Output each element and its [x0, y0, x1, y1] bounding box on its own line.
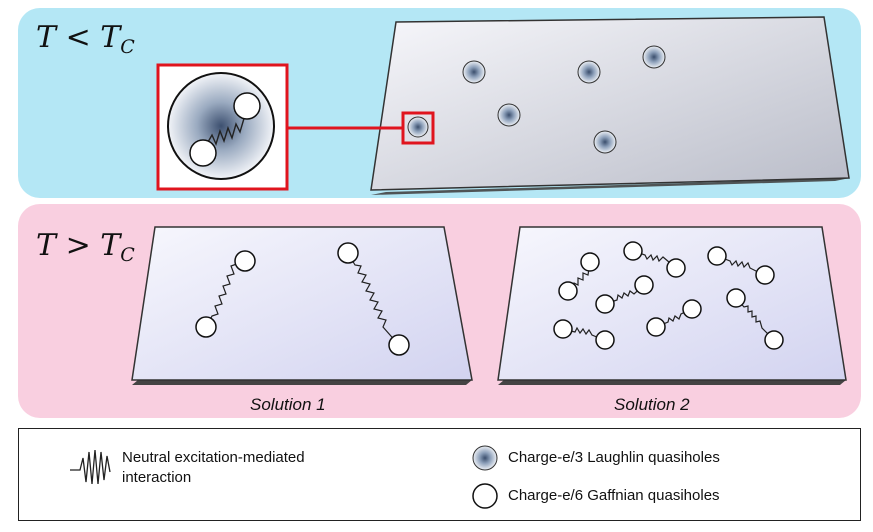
- gaffnian-quasihole: [337, 242, 359, 264]
- gaffnian-legend-icon: [472, 483, 498, 509]
- solution2-plate: [497, 226, 847, 385]
- spring-bond: [206, 260, 246, 327]
- laughlin-quasihole: [497, 103, 521, 127]
- laughlin-quasihole: [642, 45, 666, 69]
- gaffnian-quasihole: [580, 252, 600, 272]
- spring-legend-text: Neutral excitation-mediated interaction: [122, 448, 305, 488]
- zoomed-gaffnian-quasihole: [233, 92, 261, 120]
- legend-box: [18, 428, 861, 521]
- laughlin-legend-icon: [472, 445, 498, 471]
- zoomed-gaffnian-quasihole: [189, 139, 217, 167]
- solution2-pairs: [553, 241, 784, 350]
- solution1-pairs: [195, 242, 410, 356]
- laughlin-quasiholes: [407, 45, 666, 154]
- laughlin-quasihole: [577, 60, 601, 84]
- laughlin-quasihole: [593, 130, 617, 154]
- gaffnian-quasihole: [764, 330, 784, 350]
- top-plate: [370, 16, 850, 195]
- spring-legend-icon: [70, 449, 111, 485]
- gaffnian-quasihole: [234, 250, 256, 272]
- laughlin-quasihole: [462, 60, 486, 84]
- spring-bond: [567, 261, 591, 292]
- spring-legend-line1: Neutral excitation-mediated: [122, 449, 305, 466]
- gaffnian-legend-text: Charge-e/6 Gaffnian quasiholes: [508, 487, 720, 504]
- gaffnian-quasihole: [195, 316, 217, 338]
- spring-bond: [347, 252, 399, 345]
- spring-bond: [735, 297, 774, 340]
- gaffnian-quasihole: [595, 294, 615, 314]
- gaffnian-quasihole: [682, 299, 702, 319]
- gaffnian-quasihole: [646, 317, 666, 337]
- zoomed-spring: [207, 114, 246, 146]
- gaffnian-quasihole: [623, 241, 643, 261]
- gaffnian-quasihole: [558, 281, 578, 301]
- laughlin-legend-text: Charge-e/3 Laughlin quasiholes: [508, 449, 720, 466]
- gaffnian-quasihole: [726, 288, 746, 308]
- laughlin-quasihole: [407, 116, 429, 138]
- gaffnian-quasihole: [666, 258, 686, 278]
- zoomed-laughlin-quasihole: [167, 72, 275, 180]
- spring-bond: [716, 255, 765, 276]
- gaffnian-quasihole: [707, 246, 727, 266]
- gaffnian-quasihole: [553, 319, 573, 339]
- gaffnian-quasihole: [755, 265, 775, 285]
- gaffnian-quasihole: [388, 334, 410, 356]
- legend-icons: [70, 445, 498, 509]
- gaffnian-quasihole: [595, 330, 615, 350]
- high-temperature-label: T > TC: [36, 228, 135, 266]
- zoom-highlight: [156, 63, 435, 191]
- gaffnian-quasihole: [634, 275, 654, 295]
- solution1-label: Solution 1: [250, 395, 326, 414]
- low-temperature-label: T < TC: [36, 20, 135, 58]
- spring-legend-line2: interaction: [122, 469, 192, 486]
- spring-bond: [562, 326, 605, 341]
- spring-bond: [604, 284, 645, 305]
- spring-bond: [632, 250, 677, 269]
- solution2-label: Solution 2: [614, 395, 690, 414]
- spring-bond: [655, 308, 693, 328]
- solution1-plate: [131, 226, 473, 385]
